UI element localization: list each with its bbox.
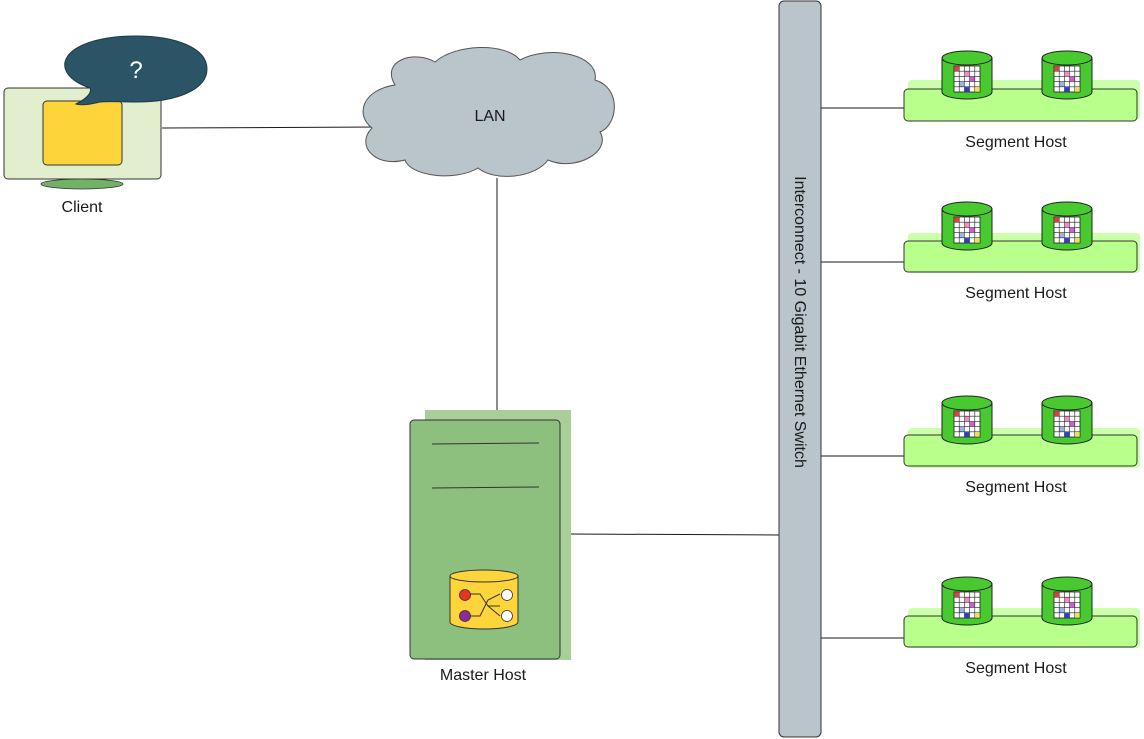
master-drive-bay-2 <box>431 486 540 489</box>
segment-host-4-disk-a <box>941 576 993 626</box>
client-node <box>3 35 208 190</box>
master-switch-link <box>569 533 780 536</box>
segment-host-2-disk-a <box>941 201 993 251</box>
segment-host-4-label: Segment Host <box>965 660 1067 677</box>
lan-label: LAN <box>474 108 506 125</box>
segment-host-1-platform <box>903 88 1138 122</box>
segment-host-3-platform <box>903 434 1138 467</box>
segment-host-3 <box>903 395 1140 468</box>
speech-bubble-icon <box>64 35 208 106</box>
connections <box>161 107 905 639</box>
segment-host-1-label: Segment Host <box>965 134 1067 151</box>
client-label: Client <box>61 199 103 216</box>
client-lan-link <box>161 126 379 129</box>
master-database-icon <box>449 569 519 630</box>
lan-cloud <box>362 46 615 177</box>
segment-host-2-disk-b <box>1041 201 1093 251</box>
segment-host-4-disk-b <box>1041 576 1093 626</box>
master-host-label: Master Host <box>439 667 527 684</box>
master-drive-bay-1 <box>431 442 540 445</box>
segment-host-1 <box>903 50 1140 122</box>
segment-host-4-platform <box>903 615 1138 648</box>
interconnect-switch <box>778 0 822 738</box>
segment-host-2 <box>903 201 1140 273</box>
segment-host-3-disk-b <box>1041 395 1093 445</box>
master-host-case <box>409 419 561 660</box>
segment-host-2-label: Segment Host <box>965 285 1067 302</box>
interconnect-switch-label: Interconnect - 10 Gigabit Ethernet Switc… <box>791 176 808 468</box>
segment-host-3-label: Segment Host <box>965 479 1067 496</box>
client-screen <box>42 100 123 166</box>
segment-host-1-disk-b <box>1041 50 1093 100</box>
master-host-node <box>409 410 571 660</box>
segment-host-1-disk-a <box>941 50 993 100</box>
speech-bubble-text: ? <box>129 57 143 84</box>
segment-host-3-disk-a <box>941 395 993 445</box>
client-stand <box>40 178 124 190</box>
segment-host-2-platform <box>903 240 1138 273</box>
segment-host-4 <box>903 576 1140 648</box>
